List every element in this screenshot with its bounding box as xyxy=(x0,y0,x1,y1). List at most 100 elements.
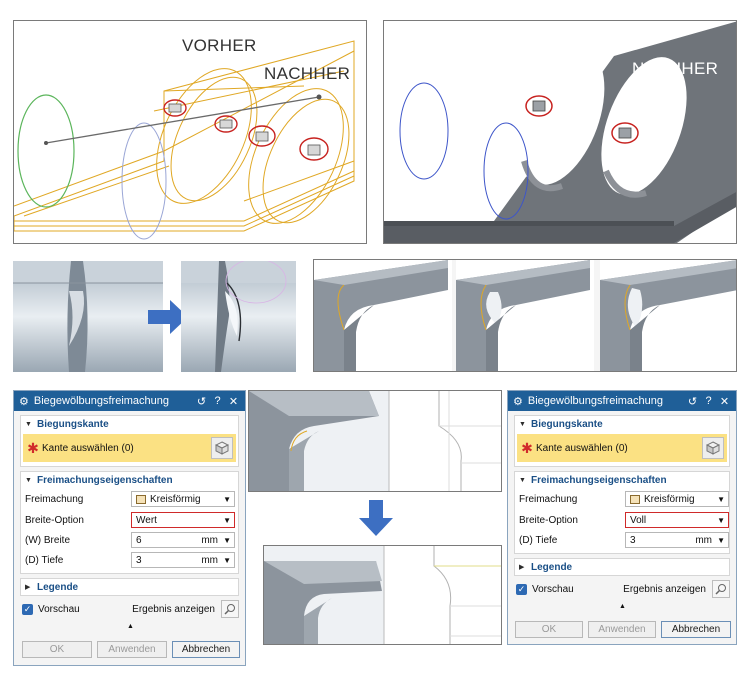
section-header[interactable]: ▼ Freimachungseigenschaften xyxy=(21,472,238,488)
show-result-label: Ergebnis anzeigen xyxy=(132,603,215,615)
label-after: NACHHER xyxy=(264,64,351,83)
close-icon[interactable]: ✕ xyxy=(228,395,239,408)
relief-shape-icon xyxy=(136,494,146,504)
reset-icon[interactable]: ↺ xyxy=(196,395,207,408)
ok-button[interactable]: OK xyxy=(22,641,92,658)
row-depth: (D) Tiefe 3 mm ▼ xyxy=(21,550,238,570)
row-relief: Freimachung Kreisförmig ▼ xyxy=(21,488,238,510)
relief-shape-icon xyxy=(630,494,640,504)
chevron-down-icon: ▼ xyxy=(223,556,231,565)
section-title: Legende xyxy=(531,561,573,573)
row-width: (W) Breite 6 mm ▼ xyxy=(21,530,238,550)
arrow-right-icon xyxy=(148,300,188,334)
section-title: Biegungskante xyxy=(37,418,109,430)
shaded-model xyxy=(384,21,736,243)
viewport-wireframe[interactable]: VORHER NACHHER xyxy=(13,20,367,244)
ok-button[interactable]: OK xyxy=(515,621,583,638)
preview-row: ✓ Vorschau Ergebnis anzeigen xyxy=(14,599,245,619)
dialog-title-bar[interactable]: ⚙ Biegewölbungsfreimachung ↺ ? ✕ xyxy=(508,391,736,411)
show-result-label: Ergebnis anzeigen xyxy=(623,583,706,595)
arrow-down-icon xyxy=(359,500,393,536)
apply-button[interactable]: Anwenden xyxy=(588,621,656,638)
dialog-right: ⚙ Biegewölbungsfreimachung ↺ ? ✕ ▼ Biegu… xyxy=(507,390,737,645)
row-relief: Freimachung Kreisförmig ▼ xyxy=(515,488,729,510)
chevron-down-icon: ▼ xyxy=(717,495,725,504)
wireframe-model xyxy=(14,40,355,240)
section-header[interactable]: ▼ Biegungskante xyxy=(21,416,238,432)
row-depth: (D) Tiefe 3 mm ▼ xyxy=(515,530,729,550)
cancel-button[interactable]: Abbrechen xyxy=(172,641,240,658)
reset-icon[interactable]: ↺ xyxy=(687,395,698,408)
section-header[interactable]: ▶ Legende xyxy=(21,579,238,595)
preview-row: ✓ Vorschau Ergebnis anzeigen xyxy=(508,579,736,599)
dialog-left: ⚙ Biegewölbungsfreimachung ↺ ? ✕ ▼ Biegu… xyxy=(13,390,246,666)
preview-checkbox[interactable]: ✓ xyxy=(22,603,33,615)
section-header[interactable]: ▼ Freimachungseigenschaften xyxy=(515,472,729,488)
chevron-down-icon: ▼ xyxy=(717,536,725,545)
chevron-down-icon: ▼ xyxy=(717,516,725,525)
section-title: Legende xyxy=(37,581,79,593)
section-title: Freimachungseigenschaften xyxy=(37,474,173,486)
apply-button[interactable]: Anwenden xyxy=(97,641,167,658)
section-bend-edge: ▼ Biegungskante ✱ Kante auswählen (0) xyxy=(20,415,239,467)
section-header[interactable]: ▶ Legende xyxy=(515,559,729,575)
label-after: NACHHER xyxy=(632,59,719,78)
required-asterisk-icon: ✱ xyxy=(27,439,39,456)
row-width-option: Breite-Option Voll ▼ xyxy=(515,510,729,530)
select-edge-label: Kante auswählen (0) xyxy=(536,442,628,454)
select-edge-label: Kante auswählen (0) xyxy=(42,442,134,454)
dialog-title: Biegewölbungsfreimachung xyxy=(33,395,170,407)
depth-input[interactable]: 3 mm ▼ xyxy=(131,552,235,568)
magnifier-icon[interactable] xyxy=(221,600,239,618)
closeup-after xyxy=(181,261,296,372)
chevron-down-icon: ▼ xyxy=(519,476,526,484)
relief-closeup-bottom xyxy=(263,545,502,645)
width-option-select[interactable]: Wert ▼ xyxy=(131,512,235,528)
label-before: VORHER xyxy=(554,33,629,52)
row-width-option: Breite-Option Wert ▼ xyxy=(21,510,238,530)
section-title: Freimachungseigenschaften xyxy=(531,474,667,486)
collapse-triangle-icon[interactable]: ▲ xyxy=(127,623,134,630)
chevron-down-icon: ▼ xyxy=(25,420,32,428)
select-edge-row[interactable]: ✱ Kante auswählen (0) xyxy=(517,434,727,462)
viewport-shaded[interactable]: VORHER NACHHER xyxy=(383,20,737,244)
gear-icon: ⚙ xyxy=(19,395,29,408)
width-input[interactable]: 6 mm ▼ xyxy=(131,532,235,548)
relief-closeup-top xyxy=(248,390,502,492)
depth-input[interactable]: 3 mm ▼ xyxy=(625,532,729,548)
section-relief-props: ▼ Freimachungseigenschaften Freimachung … xyxy=(514,471,730,554)
gear-icon: ⚙ xyxy=(513,395,523,408)
relief-type-select[interactable]: Kreisförmig ▼ xyxy=(131,491,235,507)
preview-checkbox[interactable]: ✓ xyxy=(516,583,527,595)
chevron-right-icon: ▶ xyxy=(25,584,31,591)
dialog-title-bar[interactable]: ⚙ Biegewölbungsfreimachung ↺ ? ✕ xyxy=(14,391,245,411)
section-bend-edge: ▼ Biegungskante ✱ Kante auswählen (0) xyxy=(514,415,730,467)
section-legend: ▶ Legende xyxy=(514,558,730,576)
collapse-triangle-icon[interactable]: ▲ xyxy=(619,603,626,610)
cube-select-icon[interactable] xyxy=(211,437,233,459)
section-relief-props: ▼ Freimachungseigenschaften Freimachung … xyxy=(20,471,239,574)
help-icon[interactable]: ? xyxy=(214,395,221,407)
chevron-right-icon: ▶ xyxy=(519,564,525,571)
chevron-down-icon: ▼ xyxy=(223,495,231,504)
relief-comparison-strip xyxy=(313,259,737,372)
chevron-down-icon: ▼ xyxy=(223,516,231,525)
chevron-down-icon: ▼ xyxy=(25,476,32,484)
preview-label: Vorschau xyxy=(532,583,574,595)
width-option-select[interactable]: Voll ▼ xyxy=(625,512,729,528)
chevron-down-icon: ▼ xyxy=(519,420,526,428)
required-asterisk-icon: ✱ xyxy=(521,439,533,456)
select-edge-row[interactable]: ✱ Kante auswählen (0) xyxy=(23,434,236,462)
help-icon[interactable]: ? xyxy=(705,395,712,407)
closeup-before xyxy=(13,261,163,372)
label-before: VORHER xyxy=(182,36,257,55)
cancel-button[interactable]: Abbrechen xyxy=(661,621,731,638)
section-header[interactable]: ▼ Biegungskante xyxy=(515,416,729,432)
chevron-down-icon: ▼ xyxy=(223,536,231,545)
section-legend: ▶ Legende xyxy=(20,578,239,596)
close-icon[interactable]: ✕ xyxy=(719,395,730,408)
magnifier-icon[interactable] xyxy=(712,580,730,598)
cube-select-icon[interactable] xyxy=(702,437,724,459)
preview-label: Vorschau xyxy=(38,603,80,615)
relief-type-select[interactable]: Kreisförmig ▼ xyxy=(625,491,729,507)
